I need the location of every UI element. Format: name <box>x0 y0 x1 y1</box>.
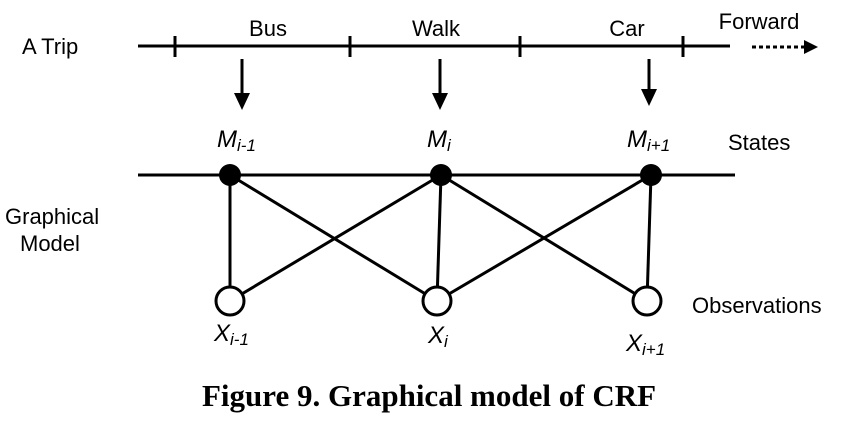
states-label: States <box>728 130 790 155</box>
trip-timeline: A Trip Bus Walk Car Forward <box>22 9 818 59</box>
down-arrow-icon <box>234 59 250 110</box>
observation-label: Xi+1 <box>625 330 665 359</box>
edge <box>436 173 652 303</box>
figure-caption: Figure 9. Graphical model of CRF <box>202 378 656 413</box>
observation-node <box>631 285 663 317</box>
down-arrow-icon <box>432 59 448 110</box>
state-node <box>219 164 241 186</box>
graph-edges <box>228 173 653 303</box>
state-label: Mi+1 <box>627 126 670 155</box>
mode-walk: Walk <box>412 16 461 41</box>
state-label: Mi <box>427 126 452 155</box>
forward-arrow-icon <box>752 40 818 54</box>
observation-node <box>421 285 453 317</box>
edge <box>229 173 442 303</box>
observation-label: Xi-1 <box>213 320 249 349</box>
observations-label: Observations <box>692 293 822 318</box>
state-label: Mi-1 <box>217 126 256 155</box>
state-node <box>640 164 662 186</box>
edge <box>435 174 443 302</box>
state-node <box>430 164 452 186</box>
mode-bus: Bus <box>249 16 287 41</box>
edge <box>645 174 653 302</box>
model-label-line1: Graphical <box>5 204 99 229</box>
observation-node <box>214 285 246 317</box>
trip-label: A Trip <box>22 34 78 59</box>
observation-label: Xi <box>427 322 449 351</box>
model-label-line2: Model <box>20 231 80 256</box>
mode-car: Car <box>609 16 644 41</box>
forward-label: Forward <box>719 9 800 34</box>
down-arrow-icon <box>641 59 657 106</box>
